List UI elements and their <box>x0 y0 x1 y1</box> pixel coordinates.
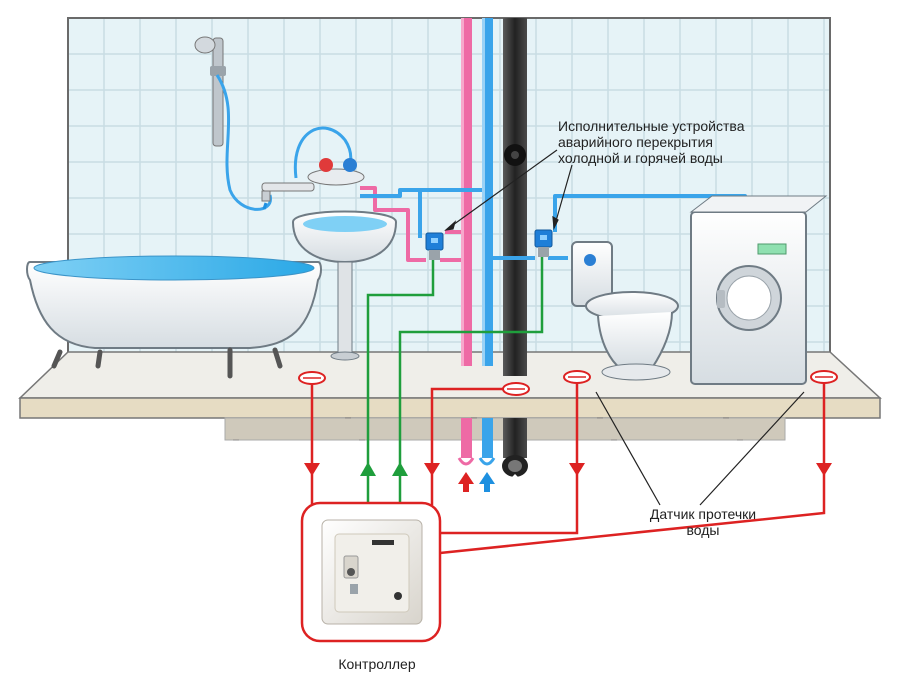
sensor-wire-arrows <box>304 463 832 476</box>
sensor-label-line-2: воды <box>686 522 720 538</box>
actuators-label-line-1: Исполнительные устройства <box>558 118 745 134</box>
actuators-label: Исполнительные устройства аварийного пер… <box>558 118 798 166</box>
actuators-label-line-2: аварийного перекрытия <box>558 134 713 150</box>
riser-pipes-below <box>457 418 528 477</box>
leak-sensor-icon <box>298 370 838 396</box>
sensor-label-line-1: Датчик протечки <box>649 506 757 522</box>
toilet-icon <box>571 241 679 381</box>
sensor-callouts <box>595 391 805 506</box>
control-wires <box>366 257 544 505</box>
controller-label: Контроллер <box>338 656 416 672</box>
control-wire-arrows <box>360 462 408 476</box>
washing-machine-icon <box>689 195 828 385</box>
actuator-callouts <box>444 149 573 231</box>
sink-icon <box>291 210 398 361</box>
bathtub-icon <box>26 255 322 379</box>
actuators-label-line-3: холодной и горячей воды <box>558 150 723 166</box>
sensor-label: Датчик протечки воды <box>628 506 778 538</box>
controller-icon <box>300 501 442 643</box>
flow-arrows <box>458 472 523 492</box>
valve-icon <box>425 229 553 260</box>
bath-faucet-icon <box>261 158 365 210</box>
shower-icon <box>194 36 353 211</box>
